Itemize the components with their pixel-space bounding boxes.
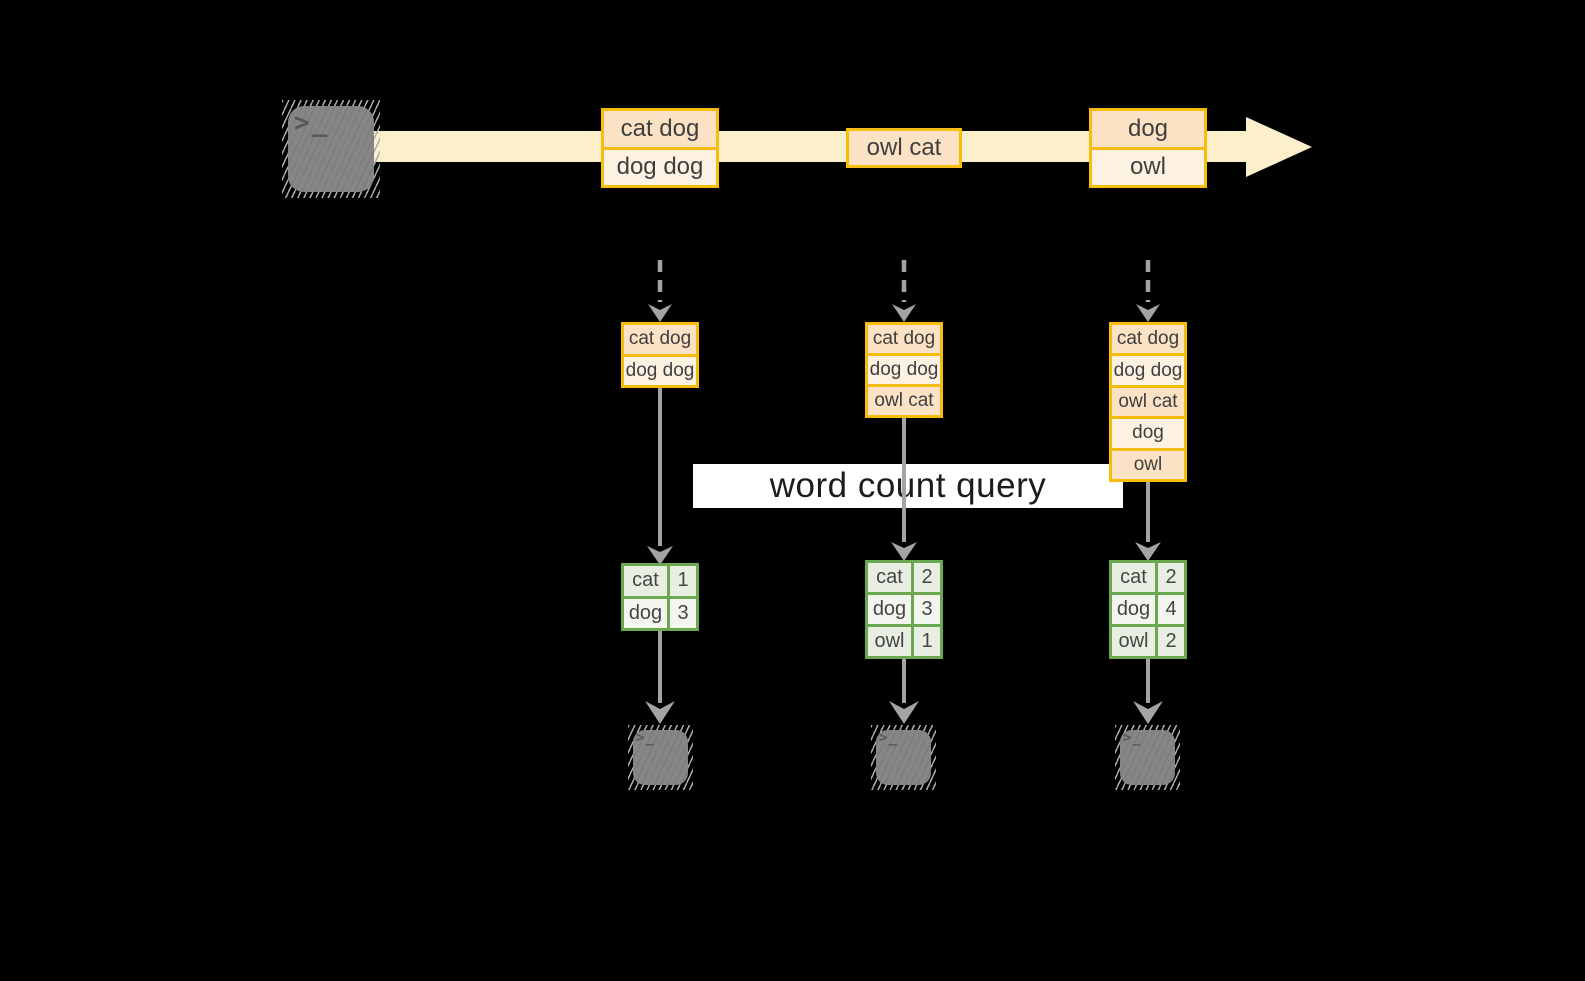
terminal-icon-body (876, 730, 931, 785)
ingest-arrow-3 (1136, 260, 1160, 322)
table-cell-count: 2 (1158, 627, 1184, 656)
message-cell: cat dog (604, 111, 716, 147)
terminal-icon-output-2: >_ (871, 725, 936, 790)
terminal-prompt-glyph: >_ (294, 108, 330, 138)
message-cell: dog (1092, 111, 1204, 147)
query-arrow-2 (891, 418, 917, 561)
table-cell-word: owl (1112, 627, 1155, 656)
stream-batch-1: cat dog dog dog (601, 108, 719, 188)
word-count-table-2: cat 2 dog 3 owl 1 (865, 560, 943, 659)
message-cell: dog dog (868, 353, 940, 384)
query-label: word count query (769, 466, 1047, 505)
terminal-icon-body (288, 106, 374, 192)
table-cell-word: cat (1112, 563, 1155, 592)
query-arrow-1 (647, 388, 673, 565)
terminal-prompt-glyph: >_ (636, 730, 655, 746)
table-cell-word: cat (868, 563, 911, 592)
word-count-table-1: cat 1 dog 3 (621, 563, 699, 631)
message-cell: cat dog (624, 325, 696, 354)
output-arrow-2 (889, 659, 919, 724)
message-cell: owl cat (868, 384, 940, 415)
message-cell: cat dog (868, 325, 940, 353)
terminal-icon-source: >_ (282, 100, 380, 198)
message-cell: dog dog (604, 146, 716, 185)
terminal-icon-output-3: >_ (1115, 725, 1180, 790)
table-cell-count: 2 (914, 563, 940, 592)
table-cell-word: cat (624, 566, 667, 596)
table-cell-count: 1 (670, 566, 696, 596)
message-cell: owl (1112, 447, 1184, 480)
message-log-stack-2: cat dog dog dog owl cat (865, 322, 943, 418)
terminal-icon-body (1120, 730, 1175, 785)
query-band: word count query (693, 464, 1123, 508)
table-cell-word: dog (868, 595, 911, 624)
output-arrow-3 (1133, 659, 1163, 724)
table-cell-count: 2 (1158, 563, 1184, 592)
stream-batch-3: dog owl (1089, 108, 1207, 188)
message-cell: dog dog (624, 353, 696, 385)
stream-batch-2: owl cat (846, 128, 962, 168)
ingest-arrow-1 (648, 260, 672, 322)
message-cell: owl cat (1112, 384, 1184, 417)
table-cell-word: owl (868, 627, 911, 656)
table-cell-word: dog (1112, 595, 1155, 624)
terminal-prompt-glyph: >_ (1123, 730, 1142, 746)
message-cell: dog (1112, 416, 1184, 448)
table-cell-count: 3 (670, 598, 696, 628)
stream-arrow-head (1246, 117, 1312, 177)
table-cell-word: dog (624, 598, 667, 628)
table-cell-count: 4 (1158, 595, 1184, 624)
message-cell: dog dog (1112, 353, 1184, 385)
message-cell: owl cat (849, 131, 959, 165)
message-log-stack-1: cat dog dog dog (621, 322, 699, 388)
output-arrow-1 (645, 631, 675, 724)
word-count-table-3: cat 2 dog 4 owl 2 (1109, 560, 1187, 659)
message-cell: owl (1092, 146, 1204, 185)
terminal-icon-body (633, 730, 688, 785)
ingest-arrow-2 (892, 260, 916, 322)
message-log-stack-3: cat dog dog dog owl cat dog owl (1109, 322, 1187, 482)
table-cell-count: 1 (914, 627, 940, 656)
terminal-icon-output-1: >_ (628, 725, 693, 790)
message-cell: cat dog (1112, 325, 1184, 354)
terminal-prompt-glyph: >_ (879, 730, 898, 746)
query-arrow-3 (1135, 482, 1161, 561)
table-cell-count: 3 (914, 595, 940, 624)
